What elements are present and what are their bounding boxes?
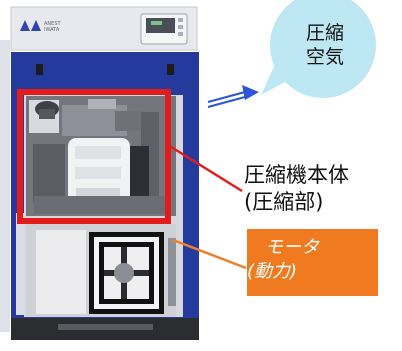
compressor-body-label: 圧縮機本体 (圧縮部)	[244, 162, 394, 217]
control-panel	[140, 13, 188, 45]
vent-slot-left	[36, 64, 43, 75]
vent-slot-right	[167, 64, 174, 75]
compressed-air-bubble	[261, 0, 376, 98]
motor-label: モータ (動力)	[247, 236, 378, 285]
compressor-body-label-line-1: 圧縮機本体	[244, 163, 349, 187]
motor-leader-line	[172, 238, 247, 270]
brand-logo-text-top: ANEST	[44, 21, 61, 27]
brand-logo-text-bottom: IWATA	[44, 27, 60, 33]
motor-label-line-1: モータ	[265, 237, 319, 258]
brand-logo: ANEST IWATA	[20, 20, 61, 33]
base-grille	[58, 324, 153, 330]
motor-label-box: モータ (動力)	[247, 229, 378, 296]
compressed-air-label-line-1: 圧縮	[305, 22, 344, 44]
left-edge-panel	[0, 40, 10, 332]
compressed-air-label: 圧縮 空気	[275, 22, 375, 70]
motor-label-line-2: (動力)	[247, 261, 298, 283]
compressed-air-label-line-2: 空気	[305, 45, 344, 68]
compressor-highlight-box	[17, 89, 171, 224]
compressor-body-label-line-2: (圧縮部)	[244, 190, 324, 215]
compressor-unit	[26, 96, 176, 216]
compressed-air-arrow	[207, 85, 259, 108]
motor-unit	[26, 224, 176, 317]
compressor-leader-line	[167, 143, 243, 193]
